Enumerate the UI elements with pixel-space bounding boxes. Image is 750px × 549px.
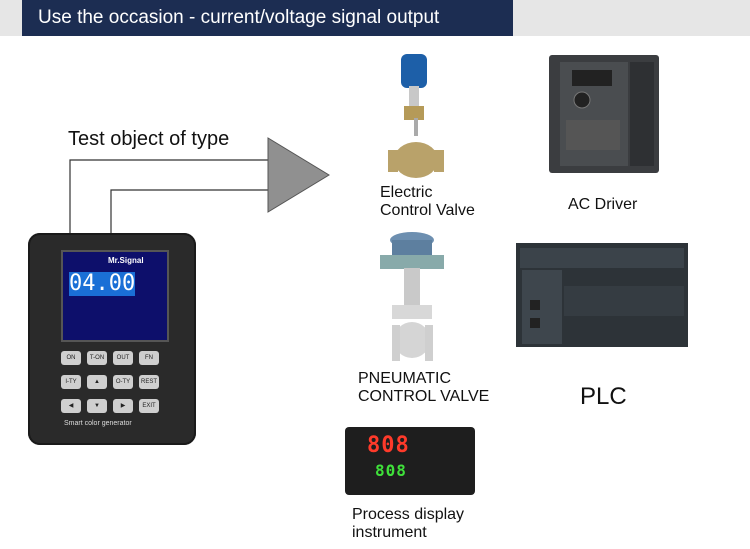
key-on[interactable]: ON [61, 351, 81, 365]
pneumatic-valve-image [380, 232, 444, 361]
process-display-label: Process display instrument [352, 506, 465, 542]
test-object-label: Test object of type [68, 128, 230, 150]
sv-readout: 808 [375, 461, 407, 480]
arrow-triangle [267, 137, 330, 213]
device-screen: Mr.Signal 04.00 [61, 250, 169, 342]
key-down[interactable]: ▼ [87, 399, 107, 413]
signal-generator-device: Mr.Signal 04.00 ON T-ON OUT FN I-TY ▲ O-… [28, 233, 196, 445]
process-display-image: 808 808 [345, 427, 475, 495]
key-t-on[interactable]: T-ON [87, 351, 107, 365]
plc-label: PLC [580, 383, 627, 410]
device-footer-label: Smart color generator [64, 420, 132, 427]
key-i-ty[interactable]: I-TY [61, 375, 81, 389]
key-left[interactable]: ◀ [61, 399, 81, 413]
device-brand: Mr.Signal [108, 256, 144, 265]
connector-line-inner [110, 189, 268, 233]
device-display-value: 04.00 [69, 271, 136, 296]
key-rest[interactable]: REST [139, 375, 159, 389]
key-o-ty[interactable]: O-TY [113, 375, 133, 389]
key-out[interactable]: OUT [113, 351, 133, 365]
pv-readout: 808 [367, 433, 410, 458]
page-title-banner: Use the occasion - current/voltage signa… [22, 0, 513, 36]
key-right[interactable]: ▶ [113, 399, 133, 413]
electric-valve-image [388, 54, 444, 178]
electric-valve-label: Electric Control Valve [380, 184, 475, 220]
ac-driver-image [549, 55, 659, 173]
plc-image [516, 243, 688, 347]
key-fn[interactable]: FN [139, 351, 159, 365]
ac-driver-label: AC Driver [568, 196, 638, 213]
key-exit[interactable]: EXIT [139, 399, 159, 413]
connector-line-outer [69, 159, 268, 233]
key-up[interactable]: ▲ [87, 375, 107, 389]
pneumatic-valve-label: PNEUMATIC CONTROL VALVE [358, 370, 490, 406]
